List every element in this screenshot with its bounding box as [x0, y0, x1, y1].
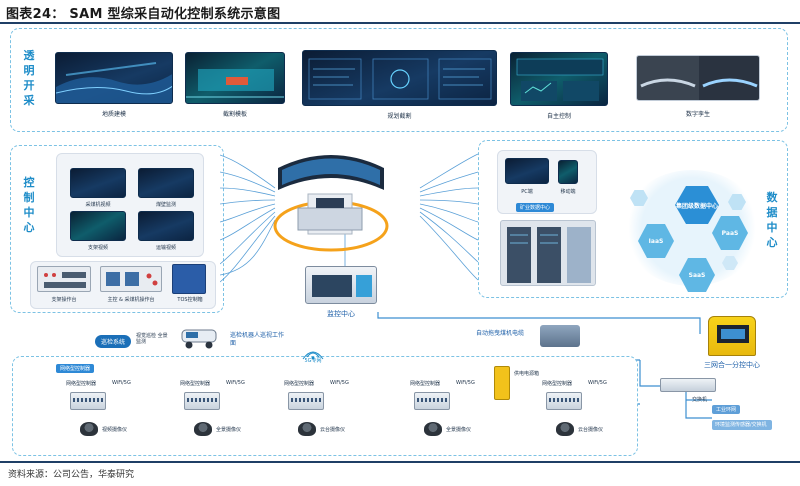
controller-wifi: WiFi/5G — [226, 380, 245, 386]
controller-name: 网络型控制器 — [284, 381, 315, 387]
controller-box — [288, 392, 324, 410]
title-rule — [0, 22, 800, 24]
controller-unit: 网络型控制器 WiFi/5G 全景摄像仪 — [178, 380, 258, 452]
footer-rule — [0, 461, 800, 463]
geology-model-image — [55, 52, 173, 104]
controller-box — [414, 392, 450, 410]
inspection-system-tag: 巡检系统 — [95, 335, 132, 348]
source-note: 资料来源：公司公告，华泰研究 — [8, 470, 135, 480]
switch-device — [660, 378, 716, 392]
mobile-device — [558, 160, 578, 184]
section-label-data: 数据中心 — [766, 191, 778, 249]
field-panel — [12, 356, 638, 456]
camera-icon — [556, 422, 574, 436]
control-screen — [70, 168, 126, 198]
section-label-control: 控制中心 — [23, 176, 35, 234]
controller-unit: 网络型控制器 WiFi/5G 云台摄像仪 — [282, 380, 362, 452]
monitor-cabinet — [305, 266, 377, 304]
control-screen-caption: 运输视频 — [155, 245, 176, 251]
power-box-label: 供电电源箱 — [514, 371, 540, 377]
camera-icon — [298, 422, 316, 436]
control-screen — [70, 211, 126, 241]
operator-console — [272, 138, 390, 258]
console-caption: 支架操作台 — [51, 297, 77, 303]
controller-unit: 网络型控制器 WiFi/5G 全景摄像仪 — [408, 380, 488, 452]
controller-name: 网络型控制器 — [66, 381, 97, 387]
controller-group-tag: 网络型控制器 — [56, 364, 95, 373]
controller-box — [70, 392, 106, 410]
inspection-robot — [176, 326, 224, 350]
server-racks — [500, 220, 596, 286]
decor-hex — [722, 256, 738, 270]
cable-drag-device — [540, 325, 580, 347]
controller-box — [184, 392, 220, 410]
tos-control-box — [172, 264, 206, 294]
control-screen-caption: 支架视频 — [87, 245, 108, 251]
controller-name: 网络型控制器 — [542, 381, 573, 387]
decor-hex — [630, 190, 648, 206]
device-caption: 移动端 — [560, 189, 576, 195]
sensor-tag: 环境监测传感器/交换机 — [712, 420, 772, 430]
robot-label: 巡检机器人巡视工作面 — [230, 332, 285, 347]
mining-item-caption: 截割模板 — [222, 111, 247, 118]
controller-name: 网络型控制器 — [180, 381, 211, 387]
decor-hex — [728, 194, 746, 210]
support-console — [37, 266, 91, 292]
camera-icon — [424, 422, 442, 436]
controller-wifi: WiFi/5G — [456, 380, 475, 386]
camera-caption: 云台摄像仪 — [320, 427, 346, 433]
controller-name: 网络型控制器 — [410, 381, 441, 387]
controller-box — [546, 392, 582, 410]
platform-tag: 矿业数据中心 — [516, 203, 555, 212]
control-screen — [138, 211, 194, 241]
mining-item-caption: 规划截割 — [387, 113, 412, 120]
autonomous-control-image — [510, 52, 608, 106]
camera-caption: 全景摄像仪 — [216, 427, 242, 433]
power-box — [494, 366, 510, 400]
section-label-mining: 透明开采 — [23, 49, 35, 107]
control-screen-caption: 采煤机视频 — [85, 202, 111, 208]
console-caption: 主控 & 采煤机操作台 — [107, 297, 155, 303]
pc-device — [505, 158, 549, 184]
cable-drag-label: 自动拖曳煤机电缆 — [476, 330, 525, 337]
console-caption: TOS控制箱 — [177, 297, 203, 303]
camera-caption: 视频摄像仪 — [102, 427, 128, 433]
controller-wifi: WiFi/5G — [588, 380, 607, 386]
digital-twin-image — [636, 55, 760, 101]
device-caption: PC端 — [521, 189, 533, 195]
three-in-one-cabinet — [708, 316, 756, 356]
controller-wifi: WiFi/5G — [112, 380, 131, 386]
camera-icon — [80, 422, 98, 436]
switch-label: 交换机 — [692, 397, 708, 403]
camera-icon — [194, 422, 212, 436]
signal-5g-icon — [298, 346, 328, 360]
paas-hex: PaaS — [712, 216, 748, 250]
planned-cutting-image — [302, 50, 497, 106]
iaas-hex: IaaS — [638, 224, 674, 258]
camera-caption: 全景摄像仪 — [446, 427, 472, 433]
inspection-note: 视觉巡检 全景监测 — [136, 333, 168, 345]
control-screen — [138, 168, 194, 198]
network-label: 5G专网 — [304, 358, 322, 364]
main-console — [100, 266, 162, 292]
monitor-center-label: 监控中心 — [327, 310, 355, 318]
mining-item-caption: 自主控制 — [546, 113, 571, 120]
controller-unit: 网络型控制器 WiFi/5G 视频摄像仪 — [64, 380, 144, 452]
figure-title: 图表24： SAM 型综采自动化控制系统示意图 — [6, 7, 281, 22]
three-in-one-label: 三网合一分控中心 — [704, 361, 760, 369]
mining-item-caption: 数字孪生 — [685, 111, 710, 118]
control-screen-caption: 煤壁监测 — [155, 202, 176, 208]
camera-caption: 云台摄像仪 — [578, 427, 604, 433]
controller-unit: 网络型控制器 WiFi/5G 云台摄像仪 — [540, 380, 620, 452]
controller-wifi: WiFi/5G — [330, 380, 349, 386]
mining-item-caption: 地质建模 — [101, 111, 126, 118]
cutting-template-image — [185, 52, 285, 104]
ring-network-tag: 工业环网 — [712, 405, 741, 414]
